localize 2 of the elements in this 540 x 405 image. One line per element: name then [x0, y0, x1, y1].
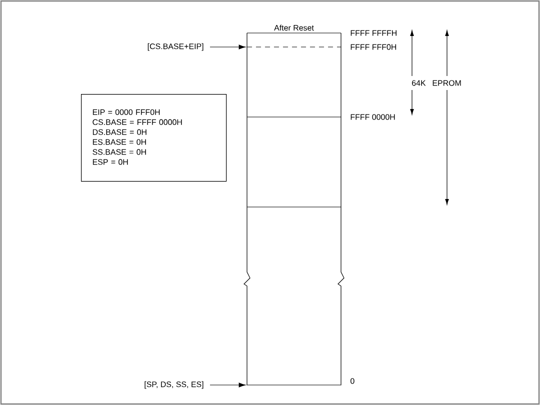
- arrow: [210, 382, 246, 388]
- arrow: [210, 44, 246, 50]
